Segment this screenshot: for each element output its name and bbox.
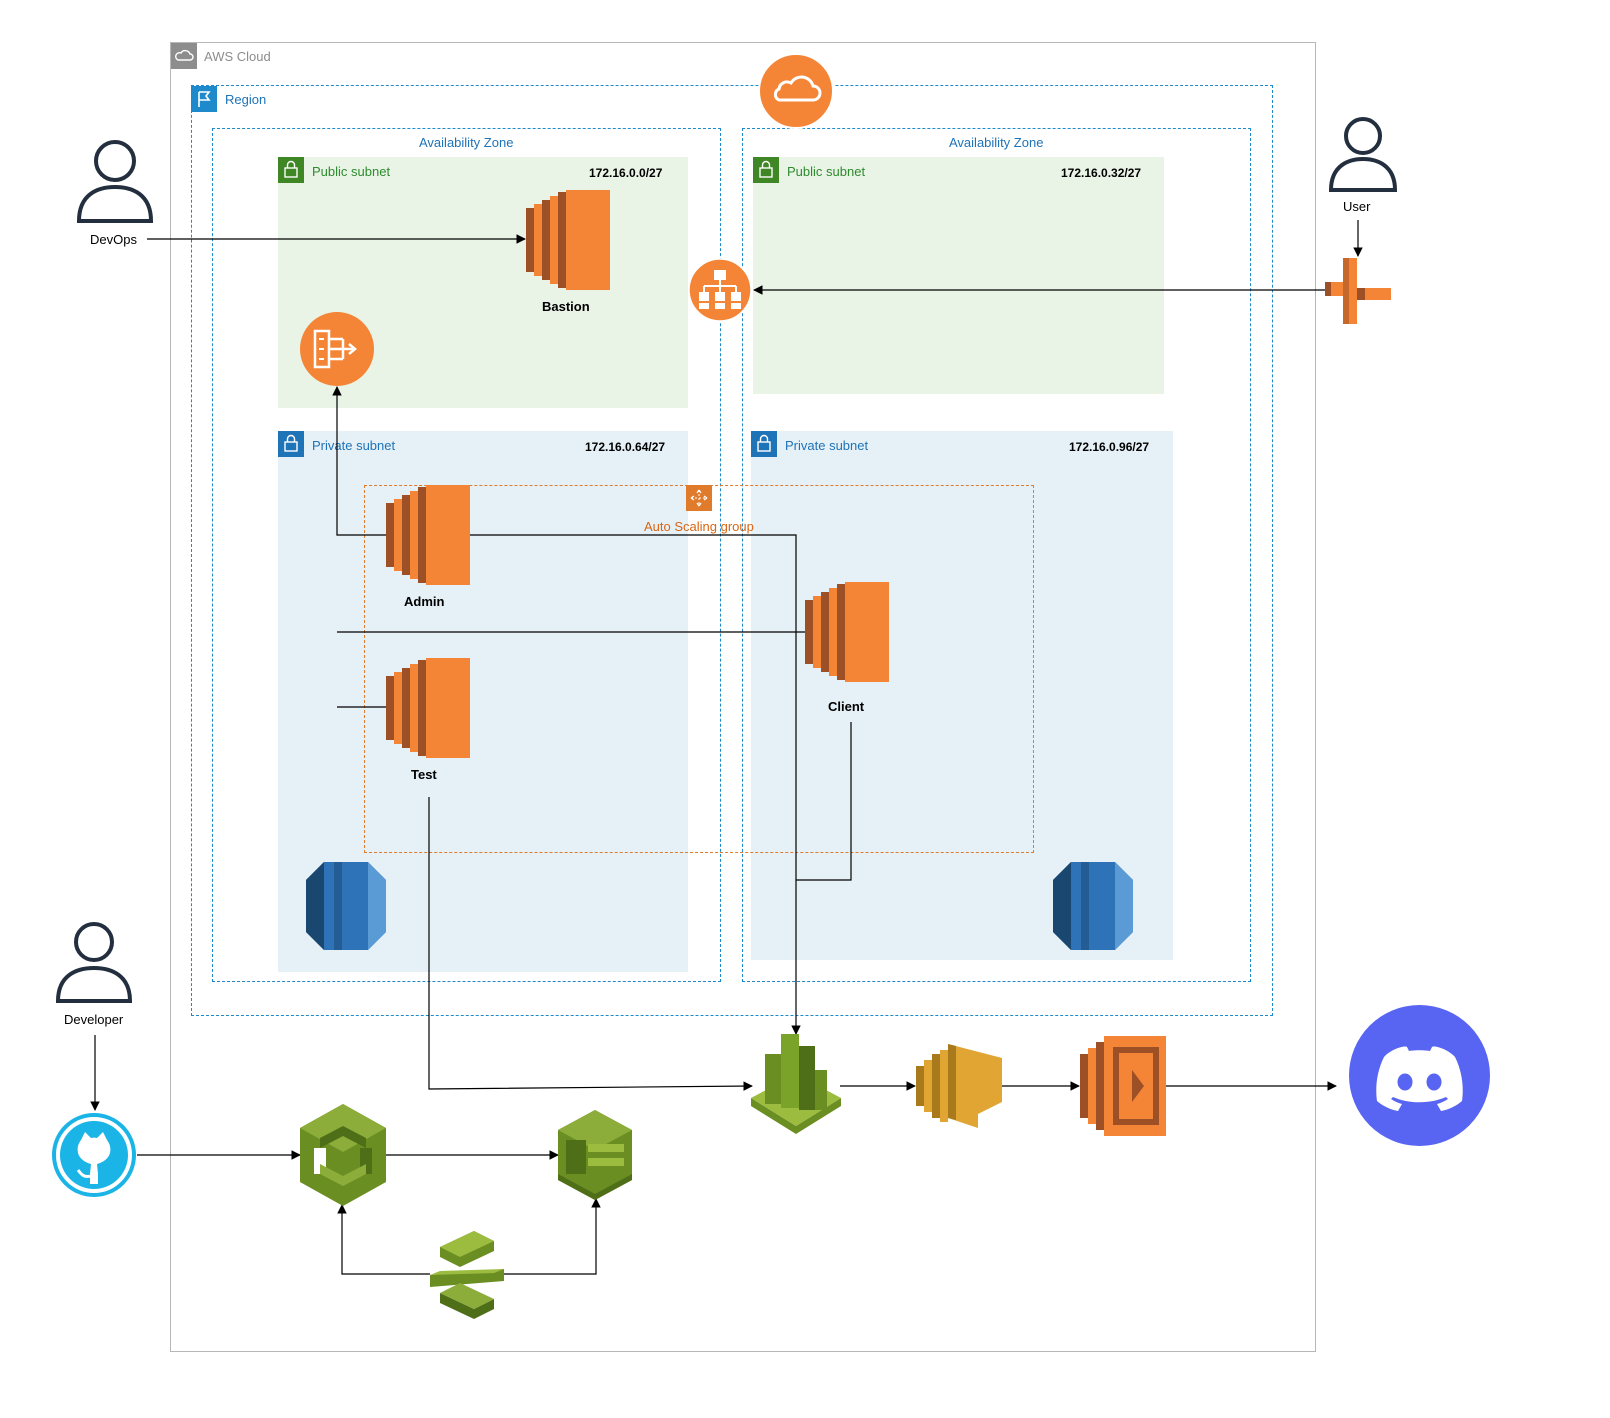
person-icon xyxy=(76,140,154,223)
auto-scaling-icon xyxy=(686,485,712,511)
test-label: Test xyxy=(411,767,437,782)
public-subnet-right xyxy=(753,157,1164,394)
person-icon xyxy=(1328,117,1398,192)
wire-pipeline-codedeploy xyxy=(504,1198,601,1275)
client-label: Client xyxy=(828,699,865,714)
cloud-icon xyxy=(171,43,197,69)
ec2-instance-icon xyxy=(386,485,470,585)
private-subnet-left-label: Private subnet xyxy=(312,438,396,453)
aws-cloud-label: AWS Cloud xyxy=(204,49,271,64)
region-label: Region xyxy=(225,92,267,107)
devops-label: DevOps xyxy=(90,232,137,247)
bastion-label: Bastion xyxy=(542,299,590,314)
lock-icon xyxy=(753,157,779,183)
rds-database-icon xyxy=(306,862,386,950)
lock-icon xyxy=(278,157,304,183)
public-subnet-left-label: Public subnet xyxy=(312,164,391,179)
lock-icon xyxy=(278,431,304,457)
codebuild-icon xyxy=(300,1104,386,1206)
codedeploy-icon xyxy=(558,1110,632,1200)
rds-database-icon xyxy=(1053,862,1133,950)
wire-admin-cloudwatch xyxy=(469,534,801,1035)
user-label: User xyxy=(1343,199,1371,214)
lock-icon xyxy=(751,431,777,457)
wire-admin-nat xyxy=(332,386,387,536)
github-icon xyxy=(52,1113,136,1197)
aws-cloud-group xyxy=(170,42,1316,1352)
wire-pipeline-codebuild xyxy=(337,1204,430,1275)
wire-test-cloudwatch xyxy=(428,797,753,1091)
public-subnet-right-cidr: 172.16.0.32/27 xyxy=(1061,166,1142,180)
ec2-instance-icon xyxy=(805,582,889,682)
availability-zone-right-label: Availability Zone xyxy=(949,135,1044,150)
public-subnet-left-cidr: 172.16.0.0/27 xyxy=(589,166,663,180)
discord-icon xyxy=(1349,1005,1490,1146)
developer-label: Developer xyxy=(64,1012,124,1027)
region-group xyxy=(191,85,1273,1016)
person-icon xyxy=(55,922,133,1003)
lambda-icon xyxy=(1080,1036,1166,1136)
private-subnet-right-cidr: 172.16.0.96/27 xyxy=(1069,440,1150,454)
availability-zone-left-label: Availability Zone xyxy=(419,135,514,150)
cloudwatch-icon xyxy=(751,1034,841,1134)
ec2-instance-icon xyxy=(386,658,470,758)
ec2-instance-icon xyxy=(526,190,610,290)
nat-gateway-icon xyxy=(300,312,374,386)
private-subnet-left-cidr: 172.16.0.64/27 xyxy=(585,440,666,454)
admin-label: Admin xyxy=(404,594,445,609)
auto-scaling-group-label: Auto Scaling group xyxy=(644,519,754,534)
availability-zone-right xyxy=(742,128,1251,982)
private-subnet-right-label: Private subnet xyxy=(785,438,869,453)
codepipeline-icon xyxy=(430,1231,504,1319)
load-balancer-icon xyxy=(688,258,752,322)
region-flag-icon xyxy=(191,86,217,112)
availability-zone-left xyxy=(212,128,721,982)
wire-client-cloudwatch xyxy=(796,722,852,881)
cloud-icon xyxy=(758,53,834,129)
sns-icon xyxy=(916,1044,1002,1128)
api-gateway-icon xyxy=(1325,258,1391,324)
public-subnet-right-label: Public subnet xyxy=(787,164,866,179)
